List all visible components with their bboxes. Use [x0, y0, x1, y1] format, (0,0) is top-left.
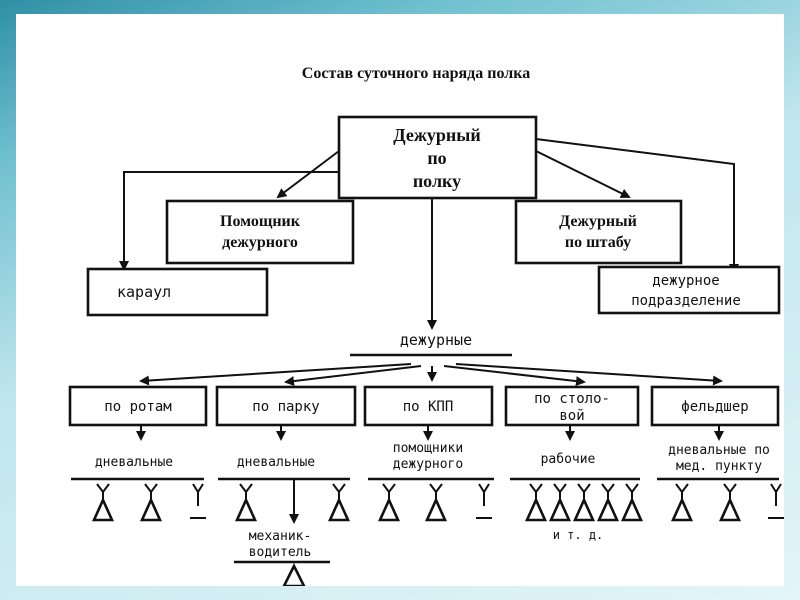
vacant-post-symbol: [768, 483, 784, 519]
person-symbol: [327, 483, 351, 522]
duty-structure-diagram: Состав суточного наряда полка Дежурный п…: [68, 65, 784, 586]
person-symbol: [424, 483, 448, 522]
under-label-companies: дневальные: [95, 455, 173, 470]
column-label-checkpoint: по КПП: [403, 399, 454, 415]
under-label-park: дневальные: [237, 455, 315, 470]
assistant-duty-box: [165, 199, 355, 265]
person-symbol: [572, 483, 596, 522]
staff-duty-box: [514, 199, 683, 265]
mechanic-person-symbol: [282, 563, 306, 586]
arrow-to-medic: [455, 363, 723, 386]
staff-duty-line2: по штабу: [565, 234, 631, 251]
under-label-medic-line2: мед. пункту: [676, 459, 762, 474]
column-box-medic: [650, 385, 780, 427]
column-box-canteen: [504, 385, 640, 427]
vacant-post-symbol: [190, 483, 206, 519]
person-symbol: [596, 483, 620, 522]
under-label-checkpoint-line1: помощники: [393, 441, 463, 456]
column-box-park: [215, 385, 357, 427]
regiment-duty-officer-box: [337, 115, 538, 200]
person-symbol: [234, 483, 258, 522]
under-label-checkpoint-line2: дежурного: [393, 457, 463, 472]
duty-group-label: дежурные: [400, 331, 472, 349]
guard-label: караул: [117, 283, 171, 301]
diagram-title: Состав суточного наряда полка: [302, 65, 530, 82]
slide: Состав суточного наряда полка Дежурный п…: [16, 14, 784, 586]
extra-label-mechanic-line1: механик-: [249, 529, 312, 544]
person-symbol: [524, 483, 548, 522]
arrow-to-guard: [119, 171, 339, 271]
assistant-line1: Помощник: [220, 213, 301, 230]
column-label-park: по парку: [252, 399, 319, 415]
column-label-medic: фельдшер: [681, 399, 748, 415]
person-symbol: [548, 483, 572, 522]
arrow-to-staff-duty: [535, 150, 631, 198]
duty-unit-line2: подразделение: [631, 293, 741, 309]
person-symbol: [91, 483, 115, 522]
person-symbol: [377, 483, 401, 522]
regiment-duty-line1: Дежурный: [393, 125, 480, 145]
regiment-duty-line3: полку: [413, 171, 461, 191]
person-symbol: [670, 483, 694, 522]
person-symbols: [91, 480, 784, 586]
duty-unit-line1: дежурное: [652, 273, 719, 289]
arrow-to-park: [284, 365, 422, 387]
column-label-canteen-line1: по столо-: [534, 391, 610, 407]
column-label-companies: по ротам: [104, 399, 172, 415]
person-symbol: [620, 483, 644, 522]
staff-duty-line1: Дежурный: [559, 213, 637, 230]
guard-box: [86, 267, 269, 317]
person-symbol: [139, 483, 163, 522]
regiment-duty-line2: по: [427, 148, 446, 168]
column-label-canteen-line2: вой: [559, 408, 584, 424]
extra-label-etc: и т. д.: [553, 528, 604, 542]
arrow-to-assistant: [276, 150, 340, 199]
arrow-to-canteen: [443, 365, 586, 387]
under-label-canteen: рабочие: [541, 452, 596, 467]
duty-unit-box: [597, 265, 781, 315]
assistant-line2: дежурного: [222, 234, 298, 251]
arrow-to-duty-unit: [535, 138, 739, 274]
arrow-to-companies: [139, 363, 412, 386]
vacant-post-symbol: [476, 483, 492, 519]
person-symbol: [718, 483, 742, 522]
column-box-companies: [68, 385, 208, 427]
under-label-medic-line1: дневальные по: [668, 443, 770, 458]
extra-label-mechanic-line2: водитель: [249, 545, 312, 560]
